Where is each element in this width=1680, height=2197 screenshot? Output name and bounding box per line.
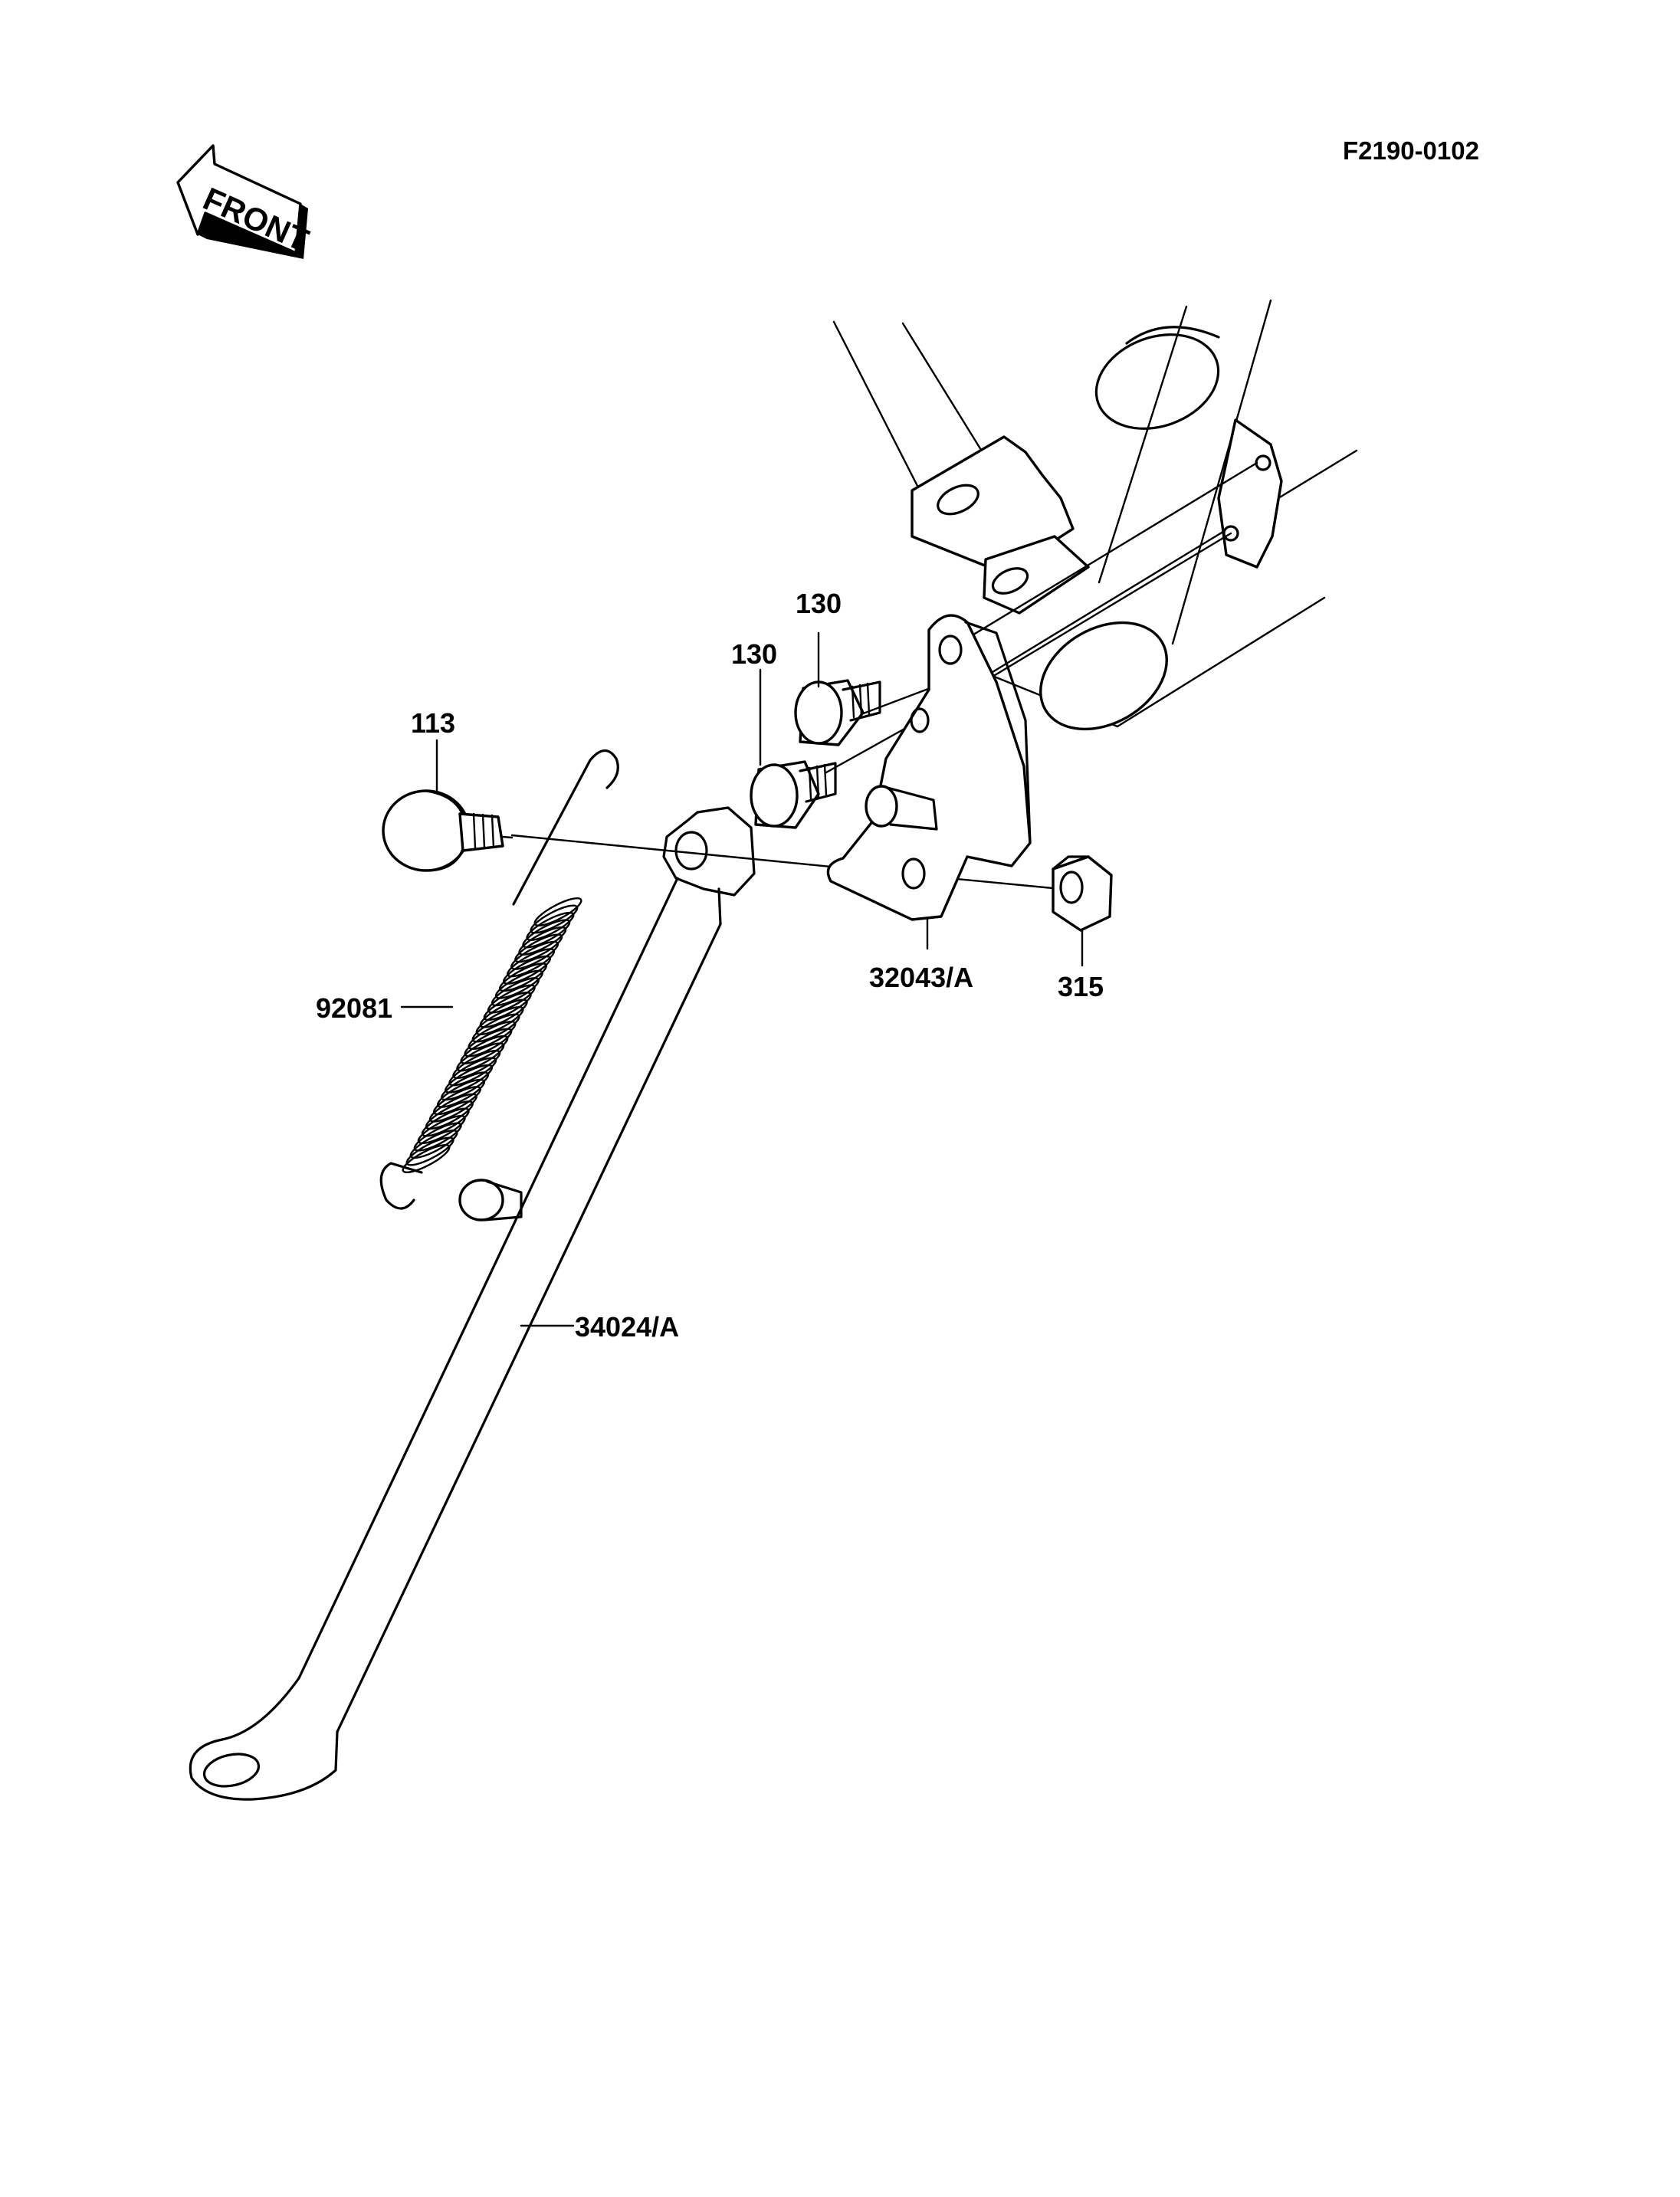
diagram-code: F2190-0102 xyxy=(1343,136,1479,165)
callout-bracket: 32043/A xyxy=(869,962,973,993)
side-stand xyxy=(189,806,756,1801)
callout-bolt-lower: 130 xyxy=(731,638,777,670)
spring-coil xyxy=(402,1143,451,1174)
spring xyxy=(379,749,619,1210)
leader-lines xyxy=(400,631,1084,1327)
callout-bolt-upper: 130 xyxy=(796,588,842,619)
front-arrow-icon: FRONT xyxy=(176,144,314,259)
nut xyxy=(1052,855,1113,932)
mounting-bracket xyxy=(826,614,1032,921)
callout-nut: 315 xyxy=(1058,971,1104,1002)
callout-side-stand: 34024/A xyxy=(575,1311,679,1343)
callout-spring: 92081 xyxy=(316,992,392,1024)
pivot-bolt xyxy=(382,789,514,872)
frame-tubes xyxy=(832,299,1358,731)
callout-pivot-bolt: 113 xyxy=(411,707,455,739)
bolt-lower xyxy=(750,760,837,829)
bolt-upper xyxy=(794,679,881,746)
